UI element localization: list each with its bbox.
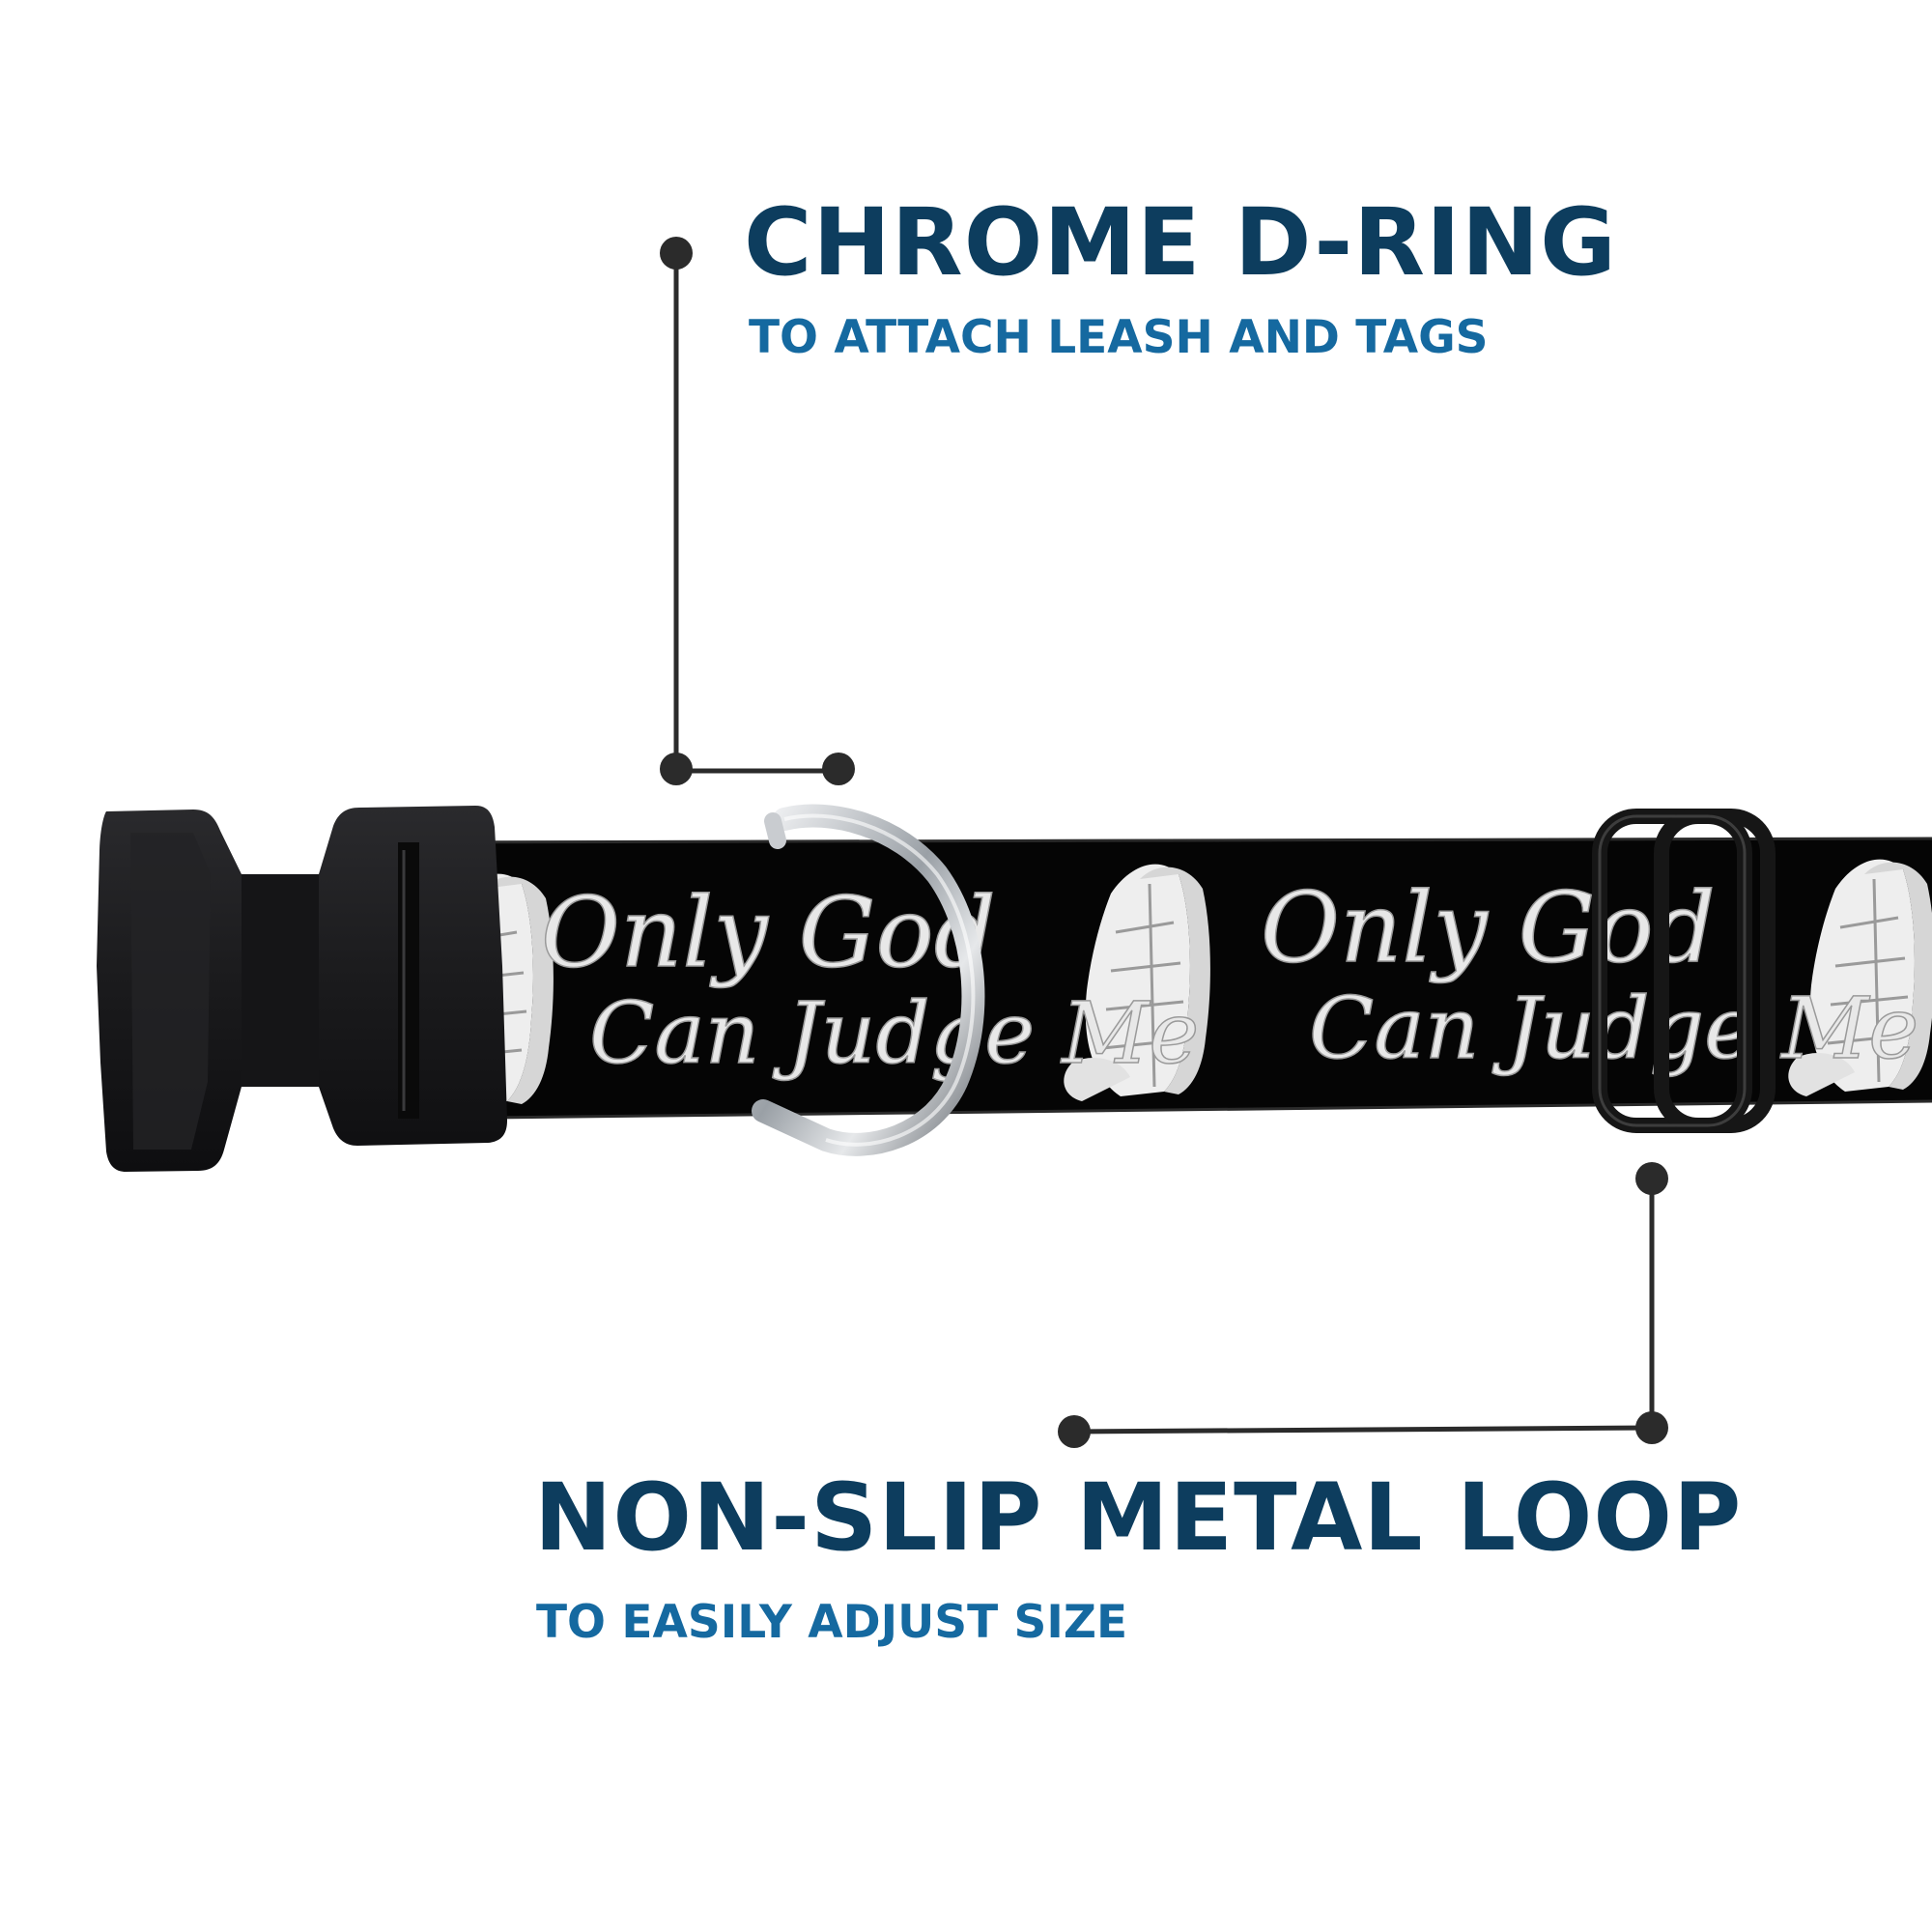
d-ring-subtitle: TO ATTACH LEASH AND TAGS bbox=[749, 311, 1489, 364]
d-ring-leader-line bbox=[660, 237, 855, 785]
pattern-text-line1: Only God bbox=[1261, 871, 1716, 984]
leader-dot bbox=[1058, 1415, 1091, 1448]
leader-dot bbox=[1635, 1162, 1668, 1195]
metal-loop-subtitle: TO EASILY ADJUST SIZE bbox=[536, 1596, 1128, 1649]
metal-loop-title: NON-SLIP METAL LOOP bbox=[534, 1463, 1743, 1572]
pattern-text-line1: Only God bbox=[541, 876, 996, 989]
leader-dot bbox=[822, 753, 855, 785]
pattern-text-line2: Can Judge Me bbox=[589, 983, 1199, 1083]
leader-dot bbox=[660, 237, 693, 270]
d-ring-title: CHROME D-RING bbox=[744, 188, 1617, 297]
pattern-text-line2: Can Judge Me bbox=[1309, 979, 1918, 1078]
leader-dot bbox=[1635, 1411, 1668, 1444]
leader-dot bbox=[660, 753, 693, 785]
collar-strap: Only God Can Judge Me Only God Can Judge… bbox=[405, 837, 1932, 1121]
metal-loop-leader-line bbox=[1058, 1162, 1668, 1448]
chrome-d-ring bbox=[752, 804, 985, 1156]
side-release-buckle bbox=[97, 806, 507, 1172]
metal-slide-loop bbox=[1592, 809, 1776, 1133]
